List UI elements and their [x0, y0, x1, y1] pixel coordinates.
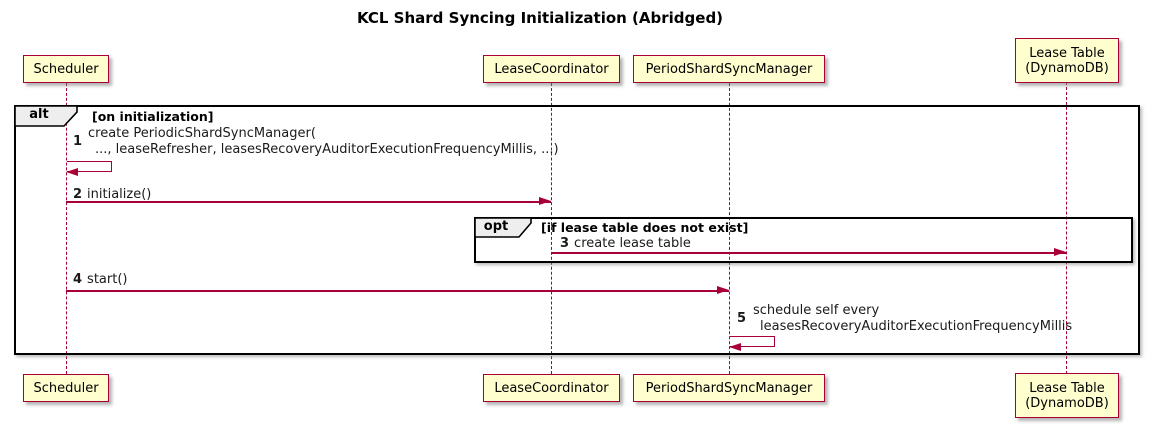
lifeline-period-shard-sync-manager — [729, 83, 730, 374]
participant-label: Lease Table — [1029, 380, 1105, 396]
participant-scheduler-bottom: Scheduler — [23, 374, 109, 402]
message-1-number: 1 — [73, 134, 83, 149]
message-5-number: 5 — [737, 311, 747, 326]
participant-label: PeriodShardSyncManager — [645, 61, 813, 77]
lifeline-scheduler — [66, 83, 67, 374]
arrow-head — [729, 343, 741, 351]
participant-label: LeaseCoordinator — [494, 380, 609, 396]
participant-label: Scheduler — [33, 380, 99, 396]
participant-label: PeriodShardSyncManager — [645, 380, 813, 396]
message-1-label: create PeriodicShardSyncManager( ..., le… — [88, 126, 559, 157]
opt-operator-label: opt — [474, 217, 532, 238]
message-1-self-arrow — [67, 161, 112, 172]
message-4-arrow — [66, 290, 729, 292]
participant-period-shard-sync-manager-top: PeriodShardSyncManager — [633, 55, 825, 83]
participant-lease-table-top: Lease Table (DynamoDB) — [1015, 38, 1119, 83]
opt-condition: [if lease table does not exist] — [541, 220, 749, 235]
diagram-title: KCL Shard Syncing Initialization (Abridg… — [356, 9, 724, 27]
fragment-pentagon-icon — [474, 217, 532, 238]
message-2-arrow — [66, 201, 551, 203]
message-5-self-arrow — [730, 336, 775, 347]
participant-label: (DynamoDB) — [1025, 395, 1109, 411]
participant-label: Scheduler — [33, 61, 99, 77]
alt-fragment-frame — [14, 105, 1140, 355]
arrow-head — [539, 197, 551, 205]
message-3-arrow — [551, 252, 1066, 254]
participant-period-shard-sync-manager-bottom: PeriodShardSyncManager — [633, 374, 825, 402]
participant-lease-table-bottom: Lease Table (DynamoDB) — [1015, 373, 1119, 418]
arrow-head — [717, 286, 729, 294]
alt-operator-text: alt — [29, 107, 49, 122]
participant-lease-coordinator-bottom: LeaseCoordinator — [483, 374, 620, 402]
participant-label: (DynamoDB) — [1025, 60, 1109, 76]
alt-operator-label: alt — [14, 105, 78, 127]
arrow-head — [66, 168, 78, 176]
participant-scheduler-top: Scheduler — [23, 55, 109, 83]
message-5-label: schedule self every leasesRecoveryAudito… — [753, 303, 1073, 334]
lifeline-lease-coordinator — [551, 83, 552, 374]
participant-lease-coordinator-top: LeaseCoordinator — [483, 55, 620, 83]
fragment-pentagon-icon — [14, 105, 78, 127]
participant-label: LeaseCoordinator — [494, 61, 609, 77]
opt-fragment-frame — [474, 217, 1133, 263]
alt-condition: [on initialization] — [92, 109, 214, 124]
lifeline-lease-table — [1066, 82, 1067, 374]
opt-operator-text: opt — [483, 219, 509, 234]
arrow-head — [1054, 248, 1066, 256]
participant-label: Lease Table — [1029, 45, 1105, 61]
